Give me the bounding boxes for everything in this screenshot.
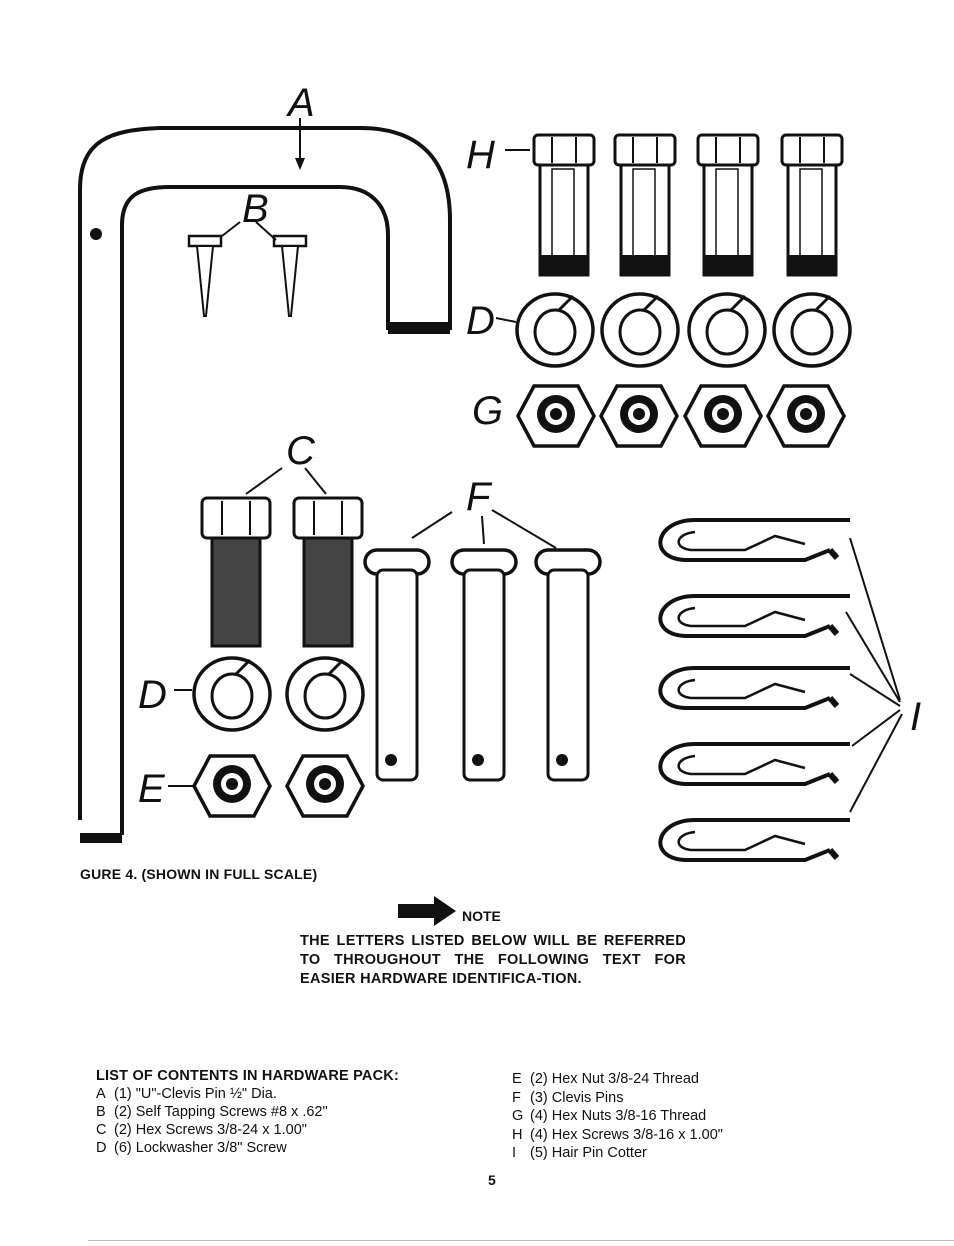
page-number: 5 bbox=[488, 1172, 496, 1188]
label-f: F bbox=[466, 475, 493, 519]
figure-caption: GURE 4. (SHOWN IN FULL SCALE) bbox=[80, 866, 318, 882]
hex-nuts-g bbox=[516, 384, 846, 448]
u-clevis-pin-a bbox=[78, 118, 452, 843]
footer-divider bbox=[88, 1240, 954, 1241]
list-item: D(6) Lockwasher 3/8" Screw bbox=[96, 1140, 287, 1156]
contents-list-left: LIST OF CONTENTS IN HARDWARE PACK: A(1) … bbox=[96, 1067, 399, 1157]
label-h: H bbox=[466, 133, 495, 177]
label-b: B bbox=[242, 187, 269, 231]
hex-nuts-e bbox=[168, 754, 365, 818]
list-item: B(2) Self Tapping Screws #8 x .62" bbox=[96, 1104, 328, 1120]
label-c: C bbox=[286, 429, 316, 473]
lockwashers-d-top bbox=[495, 292, 852, 368]
lockwashers-d-bottom bbox=[174, 656, 365, 732]
list-item: G(4) Hex Nuts 3/8-16 Thread bbox=[512, 1108, 707, 1124]
clevis-pins-f bbox=[363, 509, 602, 782]
label-d-bottom: D bbox=[138, 673, 167, 717]
list-item: F(3) Clevis Pins bbox=[512, 1089, 624, 1106]
note-label: NOTE bbox=[462, 908, 501, 924]
hardware-figure: A B H D G C F D E I bbox=[78, 81, 921, 880]
note-header: NOTE bbox=[398, 896, 501, 926]
contents-list-right: E(2) Hex Nut 3/8-24 Thread F(3) Clevis P… bbox=[512, 1070, 723, 1163]
contents-title: LIST OF CONTENTS IN HARDWARE PACK: bbox=[96, 1068, 399, 1084]
list-item: H(4) Hex Screws 3/8-16 x 1.00" bbox=[512, 1126, 723, 1143]
note-text: THE LETTERS LISTED BELOW WILL BE REFERRE… bbox=[300, 933, 686, 987]
label-a: A bbox=[286, 81, 315, 125]
label-e: E bbox=[138, 767, 166, 811]
label-g: G bbox=[472, 389, 503, 433]
list-item: C(2) Hex Screws 3/8-24 x 1.00" bbox=[96, 1122, 307, 1138]
hex-screws-h bbox=[505, 133, 844, 277]
arrow-right-icon bbox=[398, 896, 456, 926]
list-item: A(1) "U"-Clevis Pin ½" Dia. bbox=[96, 1086, 277, 1102]
label-i: I bbox=[910, 695, 921, 739]
hex-screws-c bbox=[200, 467, 364, 648]
label-d-top: D bbox=[466, 299, 495, 343]
list-item: E(2) Hex Nut 3/8-24 Thread bbox=[512, 1071, 699, 1087]
list-item: I(5) Hair Pin Cotter bbox=[512, 1145, 647, 1161]
hair-pin-cotters-i bbox=[660, 520, 903, 860]
self-tapping-screws-b bbox=[187, 221, 308, 318]
